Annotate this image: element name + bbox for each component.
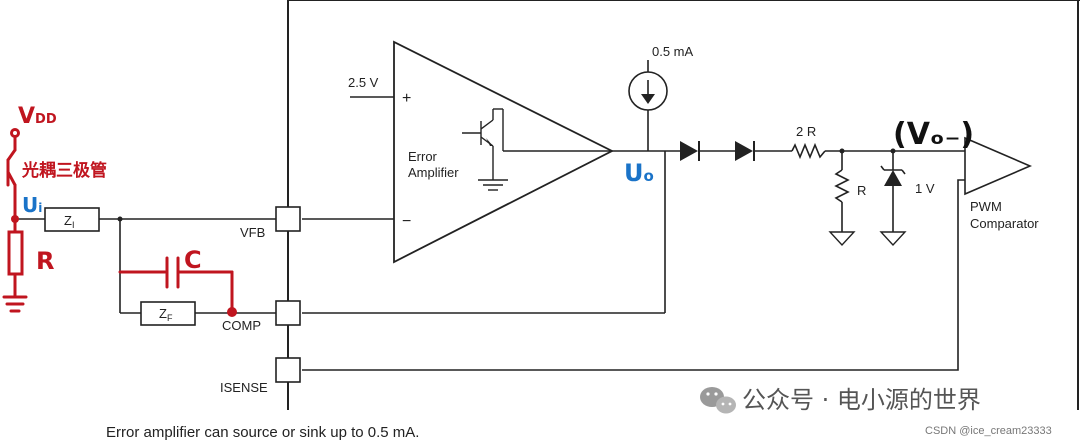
handwritten-phototransistor bbox=[2, 128, 28, 313]
amplifier-label-line2: Amplifier bbox=[408, 165, 459, 180]
pin-comp-label: COMP bbox=[222, 318, 261, 333]
handwritten-phototransistor-label: 光耦三极管 bbox=[21, 160, 107, 181]
comparator-label-line1: PWM bbox=[970, 199, 1002, 214]
zi-main: Z bbox=[64, 213, 72, 228]
current-source-label: 0.5 mA bbox=[652, 44, 694, 59]
pwm-comparator bbox=[964, 136, 1033, 196]
transistor-emitter-arrow bbox=[486, 138, 493, 146]
impedance-zf-label: ZF bbox=[159, 306, 173, 323]
handwritten-capacitor-c: C bbox=[184, 246, 202, 274]
handwritten-node-dot bbox=[11, 215, 19, 223]
pin-comp bbox=[275, 300, 301, 326]
minus-sign: − bbox=[402, 213, 411, 230]
handwritten-u-output: Uo bbox=[624, 159, 654, 187]
plus-sign: + bbox=[402, 90, 411, 107]
ground-icon bbox=[828, 231, 856, 247]
zener-diode bbox=[880, 151, 906, 232]
down-arrow-icon bbox=[641, 94, 655, 104]
zi-sub: I bbox=[72, 220, 75, 230]
handwritten-resistor-r: R bbox=[36, 247, 54, 275]
ground-icon bbox=[879, 231, 907, 247]
watermark-brand: 公众号 · 电小源的世界 bbox=[742, 386, 981, 414]
vdd-sub: DD bbox=[35, 112, 57, 127]
junction-dot bbox=[117, 216, 123, 222]
amplifier-output-transistor bbox=[462, 108, 612, 191]
u-output-main: U bbox=[624, 159, 644, 187]
zener-voltage-label: 1 V bbox=[915, 181, 935, 196]
resistor-2r bbox=[791, 142, 826, 160]
u-output-sub: o bbox=[644, 167, 654, 185]
pin-isense-label: ISENSE bbox=[220, 380, 268, 395]
zf-main: Z bbox=[159, 306, 167, 321]
current-source bbox=[628, 71, 668, 111]
handwritten-vdd: VDD bbox=[18, 104, 57, 129]
output-wires bbox=[302, 60, 680, 314]
u-input-main: U bbox=[22, 193, 38, 217]
impedance-zf bbox=[140, 301, 196, 326]
handwritten-u-input: Ui bbox=[22, 193, 42, 217]
pin-vfb bbox=[275, 206, 301, 232]
junction-dot bbox=[890, 148, 896, 154]
error-amplifier bbox=[393, 40, 614, 264]
watermark-credit: CSDN @ice_cream23333 bbox=[925, 425, 1052, 437]
pin-vfb-label: VFB bbox=[240, 225, 265, 240]
wechat-icon bbox=[700, 387, 736, 414]
impedance-zi-label: ZI bbox=[64, 213, 74, 230]
junction-dot bbox=[839, 148, 845, 154]
vdd-main: V bbox=[18, 104, 35, 129]
handwritten-capacitor bbox=[118, 256, 234, 313]
resistor-2r-label: 2 R bbox=[796, 124, 816, 139]
pin-isense bbox=[275, 357, 301, 383]
impedance-zi bbox=[44, 207, 100, 232]
isense-wire bbox=[302, 179, 965, 371]
diode-2 bbox=[735, 141, 755, 161]
u-input-sub: i bbox=[38, 201, 42, 215]
amplifier-label-line1: Error bbox=[408, 149, 438, 164]
resistor-r-branch bbox=[834, 151, 850, 232]
handwritten-v-output: (Vₒ₋) bbox=[893, 117, 974, 152]
comparator-label-line2: Comparator bbox=[970, 216, 1039, 231]
resistor-r-label: R bbox=[857, 183, 866, 198]
figure-caption: Error amplifier can source or sink up to… bbox=[106, 424, 419, 441]
diode-1 bbox=[680, 141, 700, 161]
zf-sub: F bbox=[167, 313, 173, 323]
ic-boundary bbox=[287, 0, 1080, 410]
handwritten-comp-dot bbox=[227, 307, 237, 317]
zener-body bbox=[884, 170, 902, 186]
amplifier-input-wires bbox=[302, 96, 394, 220]
ref-voltage-label: 2.5 V bbox=[348, 75, 379, 90]
